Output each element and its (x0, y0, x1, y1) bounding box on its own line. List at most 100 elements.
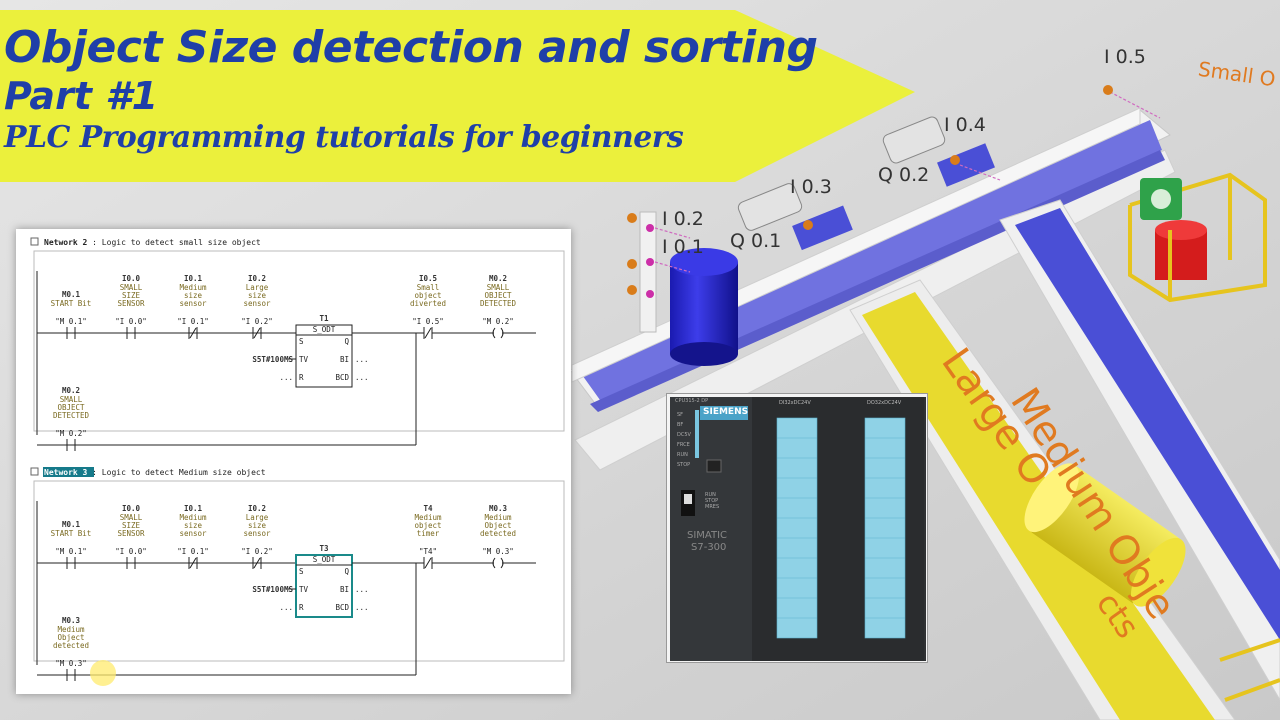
net2-timer-bi: BI (340, 355, 349, 364)
net3-contact-0-symbol: "M 0.1" (55, 547, 87, 556)
net2-coil-desc-2: DETECTED (480, 299, 517, 308)
net2-bcd-dots: ... (355, 373, 369, 382)
net2-contact-1-desc-0: SMALL (120, 283, 143, 292)
net2-contact-4-desc-0: Small (417, 283, 440, 292)
net2-contact-1-addr: I0.0 (122, 274, 141, 283)
net2-branch-contact-desc-0: SMALL (60, 395, 83, 404)
net2-timer-tv: TV (299, 355, 309, 364)
net2-branch-contact-desc-2: DETECTED (53, 411, 90, 420)
sensor-label-i01: I 0.1 (662, 236, 704, 258)
net2-header: Network 2 : Logic to detect small size o… (44, 238, 261, 247)
net3-contact-1-desc-2: SENSOR (117, 529, 145, 538)
net3-contact-2-symbol: "I 0.1" (177, 547, 209, 556)
net3-timer-type: S_ODT (313, 555, 336, 564)
net2-timer-preset: S5T#100MS (252, 355, 293, 364)
net3-contact-2-desc-0: Medium (179, 513, 207, 522)
output-module-label: DO32xDC24V (867, 400, 902, 406)
net2-timer-q: Q (344, 337, 349, 346)
net3-timer-bcd: BCD (335, 603, 349, 612)
net3-contact-4-addr: T4 (423, 504, 433, 513)
mouse-cursor-highlight (90, 660, 116, 686)
net2-r-dots: ... (279, 373, 293, 382)
actuator-label-q01: Q 0.1 (730, 230, 782, 252)
net2-contact-3-desc-2: sensor (243, 299, 271, 308)
net3-timer-r: R (299, 603, 304, 612)
net2-contact-2-desc-0: Medium (179, 283, 207, 292)
net2-timer-s: S (299, 337, 304, 346)
net2-contact-3-symbol: "I 0.2" (241, 317, 273, 326)
net3-contact-3-desc-0: Large (246, 513, 269, 522)
net3-contact-3-desc-2: sensor (243, 529, 271, 538)
net2-contact-2-addr: I0.1 (184, 274, 203, 283)
net3-contact-3-slash (253, 557, 261, 569)
net3-frame (33, 480, 565, 662)
net2-coil-symbol: "M 0.2" (482, 317, 514, 326)
input-module-label: DI32xDC24V (779, 400, 811, 406)
net2-contact-2-desc-1: size (184, 291, 203, 300)
net3-coil-symbol: "M 0.3" (482, 547, 514, 556)
net3-collapse-box (30, 467, 39, 476)
net2-contact-3-desc-1: size (248, 291, 267, 300)
net3-coil-coil-r (500, 557, 504, 569)
net2-contact-2-desc-2: sensor (179, 299, 207, 308)
net3-header-highlight (43, 467, 94, 477)
net2-contact-3-desc-0: Large (246, 283, 269, 292)
net3-r-dots: ... (279, 603, 293, 612)
net3-branch-contact-addr: M0.3 (62, 616, 81, 625)
net3-coil-desc-1: Object (484, 521, 511, 530)
net2-timer-type: S_ODT (313, 325, 336, 334)
net2-branch-contact-desc-1: OBJECT (57, 403, 85, 412)
net3-contact-0-addr: M0.1 (62, 520, 81, 529)
video-part-number: Part #1 (4, 74, 159, 118)
actuator-label-q02: Q 0.2 (878, 164, 930, 186)
net3-timer-s: S (299, 567, 304, 576)
net3-coil-coil-l (492, 557, 496, 569)
net2-contact-4-slash (424, 327, 432, 339)
net3-branch-contact-desc-0: Medium (57, 625, 85, 634)
net2-timer-bcd: BCD (335, 373, 349, 382)
net2-coil-coil-l (492, 327, 496, 339)
net3-branch-contact-symbol: "M 0.3" (55, 659, 87, 668)
net3-timer-preset: S5T#100MS (252, 585, 293, 594)
net2-contact-2-slash (189, 327, 197, 339)
s7-300-label: S7-300 (691, 542, 727, 553)
net3-contact-3-symbol: "I 0.2" (241, 547, 273, 556)
net2-contact-1-symbol: "I 0.0" (115, 317, 147, 326)
net2-contact-4-addr: I0.5 (419, 274, 437, 283)
sensor-label-i02: I 0.2 (662, 208, 704, 230)
net2-contact-4-desc-2: diverted (410, 299, 446, 308)
net2-contact-0-desc-0: START Bit (51, 299, 92, 308)
net2-timer-r: R (299, 373, 304, 382)
net2-contact-1-desc-2: SENSOR (117, 299, 145, 308)
net3-contact-2-slash (189, 557, 197, 569)
net2-contact-0-symbol: "M 0.1" (55, 317, 87, 326)
net3-coil-desc-2: detected (480, 529, 516, 538)
net3-contact-2-addr: I0.1 (184, 504, 203, 513)
net3-bcd-dots: ... (355, 603, 369, 612)
net2-coil-desc-0: SMALL (487, 283, 510, 292)
net3-contact-4-desc-2: timer (417, 529, 440, 538)
net3-contact-4-slash (424, 557, 432, 569)
net3-contact-1-desc-0: SMALL (120, 513, 143, 522)
net2-contact-3-slash (253, 327, 261, 339)
net3-contact-0-desc-0: START Bit (51, 529, 92, 538)
net3-contact-1-addr: I0.0 (122, 504, 141, 513)
net3-contact-4-desc-1: object (414, 521, 441, 530)
net3-header: Network 3 : Logic to detect Medium size … (44, 468, 266, 477)
net2-collapse-box (30, 237, 39, 246)
sensor-label-i05: I 0.5 (1104, 46, 1146, 68)
net3-contact-4-symbol: "T4" (419, 547, 437, 556)
net2-contact-3-addr: I0.2 (248, 274, 266, 283)
siemens-logo: SIEMENS (703, 407, 749, 417)
net3-branch-contact-desc-2: detected (53, 641, 89, 650)
net2-branch-contact-symbol: "M 0.2" (55, 429, 87, 438)
net2-timer-name: T1 (319, 314, 329, 323)
cpu-model-label: CPU315-2 DP (675, 398, 709, 404)
net3-contact-4-desc-0: Medium (414, 513, 442, 522)
net2-coil-coil-r (500, 327, 504, 339)
net2-branch-contact-addr: M0.2 (62, 386, 80, 395)
net2-contact-2-symbol: "I 0.1" (177, 317, 209, 326)
net2-frame (33, 250, 565, 432)
